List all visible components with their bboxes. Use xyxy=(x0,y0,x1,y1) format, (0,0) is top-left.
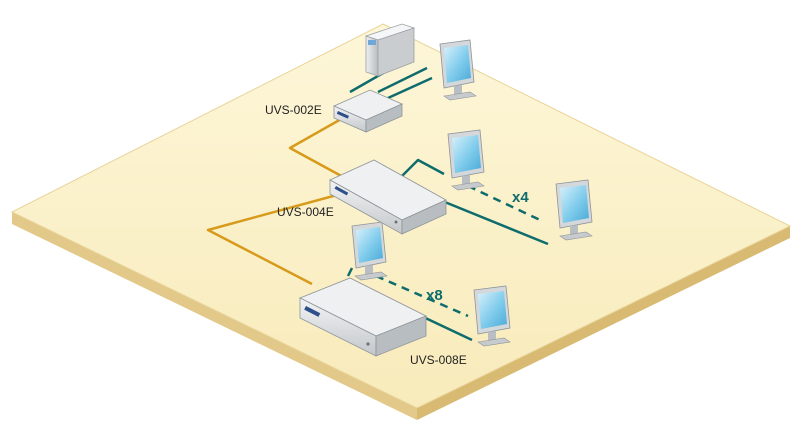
multiplier-x8: x8 xyxy=(426,287,443,304)
monitor-icon xyxy=(439,39,477,101)
cable-002-to-monitor-1b xyxy=(387,76,433,100)
server-tower-icon xyxy=(364,23,416,77)
platform-left-edge xyxy=(12,212,417,420)
label-uvs-008e: UVS-008E xyxy=(410,353,467,367)
cable-008-to-monitor-4 xyxy=(346,267,354,277)
multiplier-x4: x4 xyxy=(512,189,529,206)
monitor-icon xyxy=(351,221,388,281)
label-uvs-002e: UVS-002E xyxy=(265,103,322,117)
kvm-switch-icon xyxy=(329,159,447,235)
kvm-switch-icon xyxy=(299,277,427,357)
cascade-cable-004-to-008 xyxy=(206,190,349,286)
platform-right-edge xyxy=(417,226,790,420)
monitor-icon xyxy=(473,285,511,347)
label-uvs-004e: UVS-004E xyxy=(277,205,334,219)
monitor-icon xyxy=(555,179,593,241)
cable-002-to-monitor-1 xyxy=(377,66,428,94)
kvm-switch-icon xyxy=(333,89,403,133)
cascade-cable-002-to-004 xyxy=(288,116,346,180)
cable-008-dashed xyxy=(375,274,469,318)
cascade-cables xyxy=(206,116,349,286)
monitor-icon xyxy=(447,129,485,191)
